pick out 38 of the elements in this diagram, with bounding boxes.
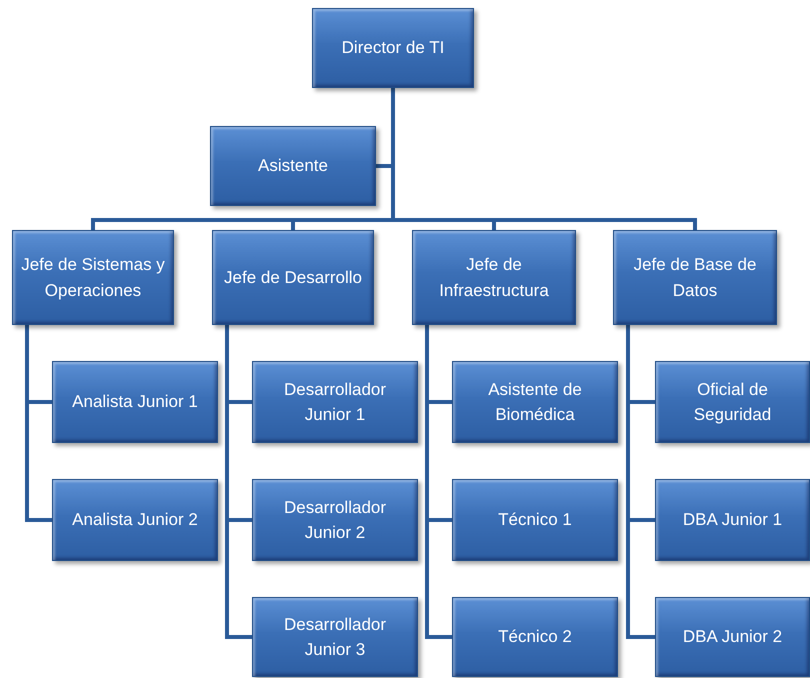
role-title: Jefe de Sistemas y Operaciones	[21, 254, 165, 302]
connector-line	[425, 325, 452, 639]
role-title: Jefe de Infraestructura	[438, 254, 550, 302]
role-box	[312, 8, 474, 88]
role-box	[252, 361, 418, 443]
role-title: Desarrollador Junior 2	[282, 496, 388, 544]
role-box	[252, 479, 418, 561]
connector-line	[626, 325, 655, 639]
role-box	[452, 597, 618, 677]
role-box	[212, 230, 374, 325]
role-title: Analista Junior 2	[72, 509, 198, 532]
role-title: Técnico 1	[498, 509, 572, 532]
role-title: DBA Junior 2	[682, 626, 782, 648]
role-title: Jefe de Desarrollo	[224, 266, 362, 289]
role-title: Desarrollador Junior 3	[282, 614, 388, 661]
role-box	[52, 479, 218, 561]
role-title: Técnico 2	[498, 626, 572, 648]
role-title: Asistente de Biomédica	[487, 378, 583, 426]
role-title: Asistente	[258, 155, 328, 178]
role-box	[452, 361, 618, 443]
role-box	[655, 479, 810, 561]
role-box	[452, 479, 618, 561]
role-box	[210, 126, 376, 206]
connector-line	[391, 88, 697, 230]
role-box	[655, 361, 810, 443]
role-title: Oficial de Seguridad	[692, 378, 772, 426]
connector-line	[225, 325, 252, 639]
role-title: Desarrollador Junior 1	[282, 378, 388, 426]
role-box	[252, 597, 418, 677]
role-title: DBA Junior 1	[682, 509, 782, 532]
role-box	[655, 597, 810, 677]
role-box	[12, 230, 174, 325]
role-title: Analista Junior 1	[72, 391, 198, 414]
role-box	[52, 361, 218, 443]
role-title: Director de TI	[342, 37, 444, 60]
role-box	[613, 230, 777, 325]
role-title: Jefe de Base de Datos	[632, 254, 758, 302]
role-box	[412, 230, 576, 325]
